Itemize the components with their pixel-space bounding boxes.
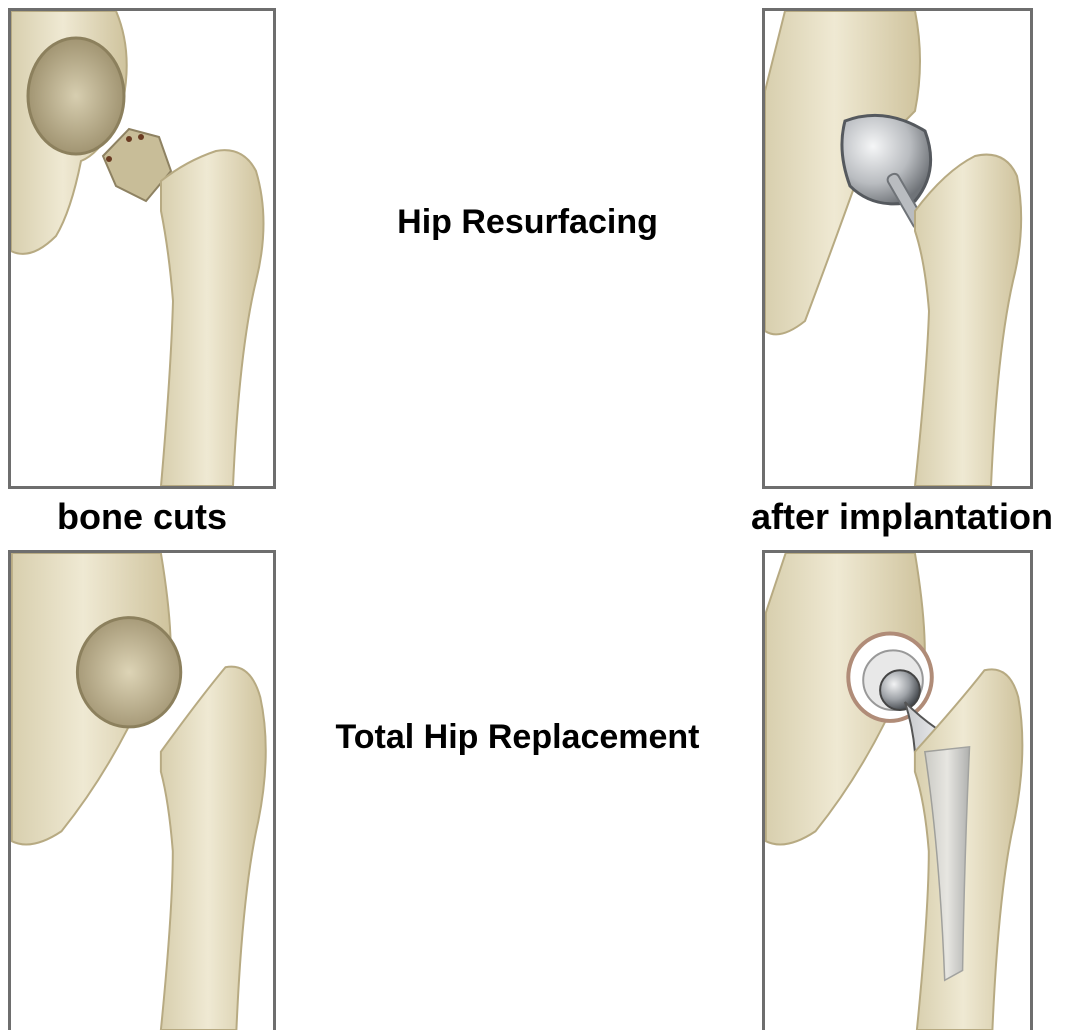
- total-hip-bone-cuts-illustration: [11, 553, 273, 1030]
- resurfacing-after-implantation-illustration: [765, 11, 1030, 486]
- acetabulum-socket: [77, 618, 180, 727]
- hip-resurfacing-label: Hip Resurfacing: [300, 203, 755, 242]
- total-hip-after-implantation-illustration: [765, 553, 1030, 1030]
- panel-total-hip-bone-cuts: [8, 550, 276, 1030]
- total-hip-replacement-label: Total Hip Replacement: [290, 718, 745, 757]
- panel-resurfacing-bone-cuts: [8, 8, 276, 489]
- resurfacing-cap-implant: [842, 115, 931, 203]
- panel-resurfacing-after-implantation: [762, 8, 1033, 489]
- panel-total-hip-after-implantation: [762, 550, 1033, 1030]
- femur-cut: [161, 667, 266, 1030]
- femoral-ball-implant: [880, 670, 920, 710]
- femur: [161, 150, 264, 486]
- femur: [915, 155, 1021, 486]
- after-implantation-label: after implantation: [732, 496, 1072, 538]
- resurfacing-bone-cuts-illustration: [11, 11, 273, 486]
- acetabulum-socket: [28, 38, 124, 154]
- bone-cuts-label: bone cuts: [8, 496, 276, 538]
